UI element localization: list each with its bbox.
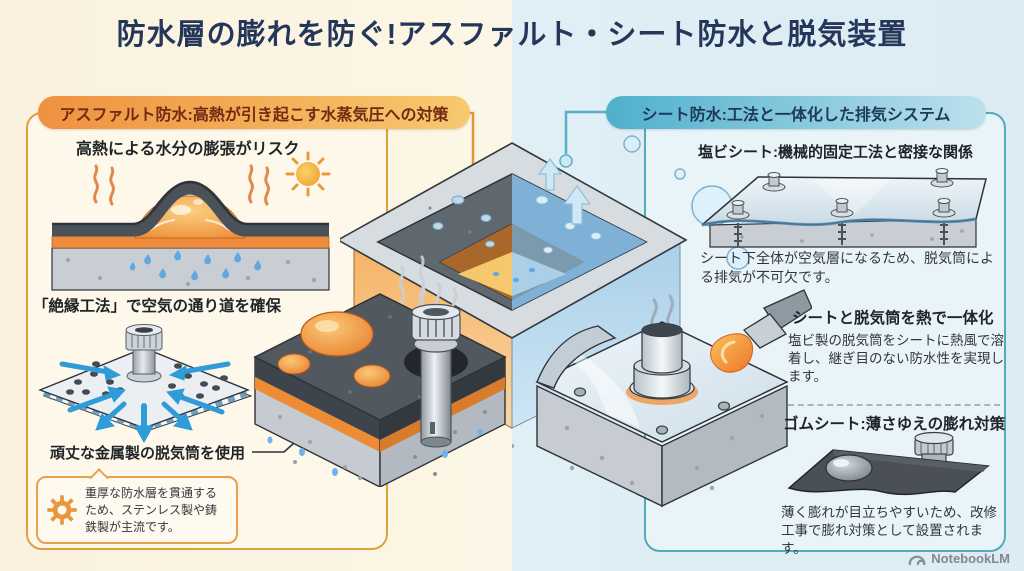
- screw-shafts: [734, 221, 948, 247]
- rubber-sheet-illustration: [787, 431, 990, 496]
- blister-cross-section-illustration: [51, 151, 331, 291]
- pvc-heading: 塩ビシート:機械的固定工法と密接な関係: [698, 144, 973, 161]
- metal-vent-pipe: [411, 303, 461, 448]
- heat-gun-icon: [710, 289, 812, 373]
- water-drop-icon: [129, 250, 261, 281]
- membrane-layer: [52, 181, 329, 237]
- brand-name: NotebookLM: [931, 551, 1010, 566]
- rubber-heading: ゴムシート:薄さゆえの膨れ対策: [783, 416, 1006, 433]
- pvc-slab-welding-illustration: [512, 289, 812, 508]
- fastened-sheet-illustration: [701, 168, 987, 248]
- water-drop-icon: [493, 267, 535, 283]
- concrete-slab: [51, 247, 330, 291]
- air-flow-arrows: [59, 361, 231, 443]
- blister-bubbles: [277, 311, 391, 388]
- vent-pipe: [125, 324, 163, 383]
- heat-wave-icon: [93, 164, 270, 206]
- brand-footer: NotebookLM: [908, 551, 1010, 566]
- weld-heading: シートと脱気筒を熱で一体化: [792, 310, 994, 327]
- rubber-bulge: [825, 454, 873, 482]
- pvc-body: シート下全体が空気層になるため、脱気筒による排気が不可欠です。: [700, 250, 994, 285]
- rubber-body: 薄く膨れが目立ちやすいため、改修工事で膨れ対策として設置されます。: [781, 505, 997, 557]
- section-divider: [788, 404, 1000, 406]
- asphalt-slab-illustration: [253, 282, 507, 487]
- sun-icon: [285, 151, 331, 197]
- page-title: 防水層の膨れを防ぐ!アスファルト・シート防水と脱気装置: [116, 19, 908, 51]
- weld-body: 塩ビ製の脱気筒をシートに熱風で溶着し、継ぎ目のない防水性を実現します。: [788, 333, 1004, 385]
- pvc-vent-pipe: [626, 322, 698, 405]
- insulation-label: 「絶縁工法」で空気の通り道を確保: [33, 298, 282, 315]
- fastener-icon: [726, 168, 956, 220]
- peeled-sheet-corner: [536, 325, 617, 389]
- vent-label: 頑丈な金属製の脱気筒を使用: [50, 445, 246, 462]
- gear-icon: [47, 495, 77, 525]
- asphalt-section-header: アスファルト防水:高熱が引き起こす水蒸気圧への対策: [38, 96, 470, 129]
- risk-label: 高熱による水分の膨張がリスク: [76, 141, 300, 158]
- notebooklm-logo-icon: [908, 555, 926, 565]
- vapor-arrow-icon: [537, 157, 592, 225]
- sheet-section-header: シート防水:工法と一体化した排気システム: [606, 96, 986, 129]
- fastener-disc-icon: [573, 387, 731, 435]
- vent-note-box: 重厚な防水層を貫通するため、ステンレス製や鋳鉄製が主流です。: [36, 468, 238, 545]
- insulation-sheet-illustration: [38, 324, 253, 443]
- vent-note-text: 重厚な防水層を貫通するため、ステンレス製や鋳鉄製が主流です。: [85, 486, 218, 534]
- heat-gun-flame-icon: [710, 333, 754, 373]
